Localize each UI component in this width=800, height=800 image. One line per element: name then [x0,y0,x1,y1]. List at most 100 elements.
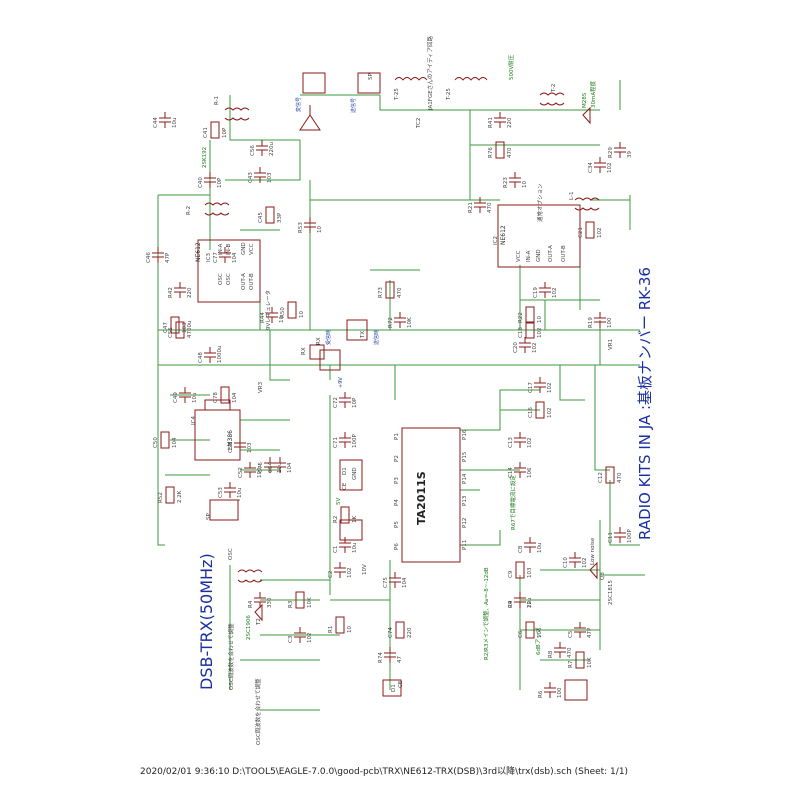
ic2-pin-label: OUT-A [548,245,554,262]
capacitor [174,282,186,298]
part-ref: C19 [533,287,539,298]
part-ref: R74 [378,652,384,663]
label: TC2 [416,118,422,129]
resistor [585,221,595,239]
capacitor [204,347,216,363]
part-value: 103 [182,322,188,333]
ic-ne612-ic3: NE612 IC3 IN-A IN-B OSC OSC GND VCC OUT-… [195,239,261,303]
resistor [340,506,350,524]
part-value: 106 [527,467,533,478]
ic2-name: NE612 [500,225,507,245]
part-value: 47 [397,656,403,663]
resistor [385,281,395,299]
ic-ta2011s-ic1: TA2011S P16 P15 P14 P13 P12 P11 P1 P2 P3… [394,427,468,563]
part-ref: R8 [548,650,554,658]
part-value: 330 [267,597,273,608]
resistor [515,561,525,579]
capacitor [219,247,231,263]
part-ref: C40 [198,177,204,188]
note: 30mA程度 [589,80,597,108]
part-value: 220 [507,117,513,128]
part-ref: R19 [588,317,594,328]
part-value: 10 [347,626,353,633]
part-ref: R3 [288,600,294,608]
note: 6dBアップ [535,627,542,655]
resistor [605,466,615,484]
part-value: 104 [172,437,178,448]
part-ref: C53 [218,487,224,498]
ic1-pin-label: P11 [462,540,468,550]
resistor [175,321,185,339]
resistor [165,486,175,504]
note: 送信時 [373,330,380,345]
ic1-pin-label: P15 [462,451,468,462]
part-value: 220 [407,627,413,638]
part-value: 103 [267,172,273,183]
part-ref: C13 [508,437,514,448]
part-value: 100 [557,687,563,698]
part-value: 10u [277,463,283,473]
part-ref: C77 [213,252,219,263]
part-ref: C2 [328,571,334,578]
part-value: 102 [597,228,603,239]
part-ref: C34 [588,162,594,173]
ic3-pin-label: OUT-B [249,273,255,290]
ic2-pin-label: VCC [516,250,522,262]
part-value: 100P [627,529,633,543]
part-value: 104 [287,462,293,473]
footer-path: 2020/02/01 9:36:10 D:\TOOL5\EAGLE-7.0.0\… [140,767,629,777]
note: R2/R3メインで調整、Av=-8~-12dB [482,567,490,660]
part-ref: C1 [333,546,339,553]
q3-part: 2SC1815 [608,580,614,605]
capacitor [266,307,278,323]
part-value: 220 [187,287,193,298]
label: L-1 [569,192,575,200]
label: R-1 [214,96,220,105]
part-value: 10u [192,393,198,403]
ic3-ref: IC3 [206,253,212,262]
part-ref: C52 [238,467,244,478]
note: 受信時 [325,330,332,345]
connector-label: TX [360,331,366,339]
label: CE [398,680,404,688]
resistor [210,121,220,139]
capacitor [339,432,351,448]
capacitor [244,462,256,478]
part-value: 103 [247,442,253,453]
part-ref: R9 [508,600,514,608]
capacitor [594,157,606,173]
part-ref: C49 [173,392,179,403]
part-ref: C51 [228,442,234,453]
connector-label: SP [206,513,212,520]
part-ref: R29 [608,147,614,158]
part-value: 10 [537,316,543,323]
ic-ne612-ic2: NE612 IC2 VCC IN-A GND OUT-A OUT-B [493,204,581,268]
capacitor [254,167,266,183]
t2-part: 2SC1906 [246,615,252,640]
part-value: 470 [567,647,573,658]
ic2-ref: IC2 [493,236,499,245]
part-ref: C5 [568,630,574,638]
capacitor [264,457,276,473]
resistor [535,401,545,419]
part-ref: C8 [518,545,524,553]
part-ref: C46 [146,252,152,263]
capacitor [474,197,486,213]
connector-label: RX [316,337,322,345]
part-ref: C21 [578,227,584,238]
capacitor [339,392,351,408]
ic1-pin-label: P1 [394,433,400,440]
part-value: 102 [552,288,558,299]
resistor [287,301,297,319]
capacitor [204,172,216,188]
part-value: 10P [352,397,358,408]
part-ref: C56 [250,145,256,156]
capacitor [594,312,606,328]
part-ref: C75 [383,577,389,588]
part-ref: C72 [333,397,339,408]
part-ref: R6 [538,690,544,698]
part-value: 10K [307,597,313,608]
part-value: 220u [269,142,275,156]
part-value: 102 [527,438,533,449]
